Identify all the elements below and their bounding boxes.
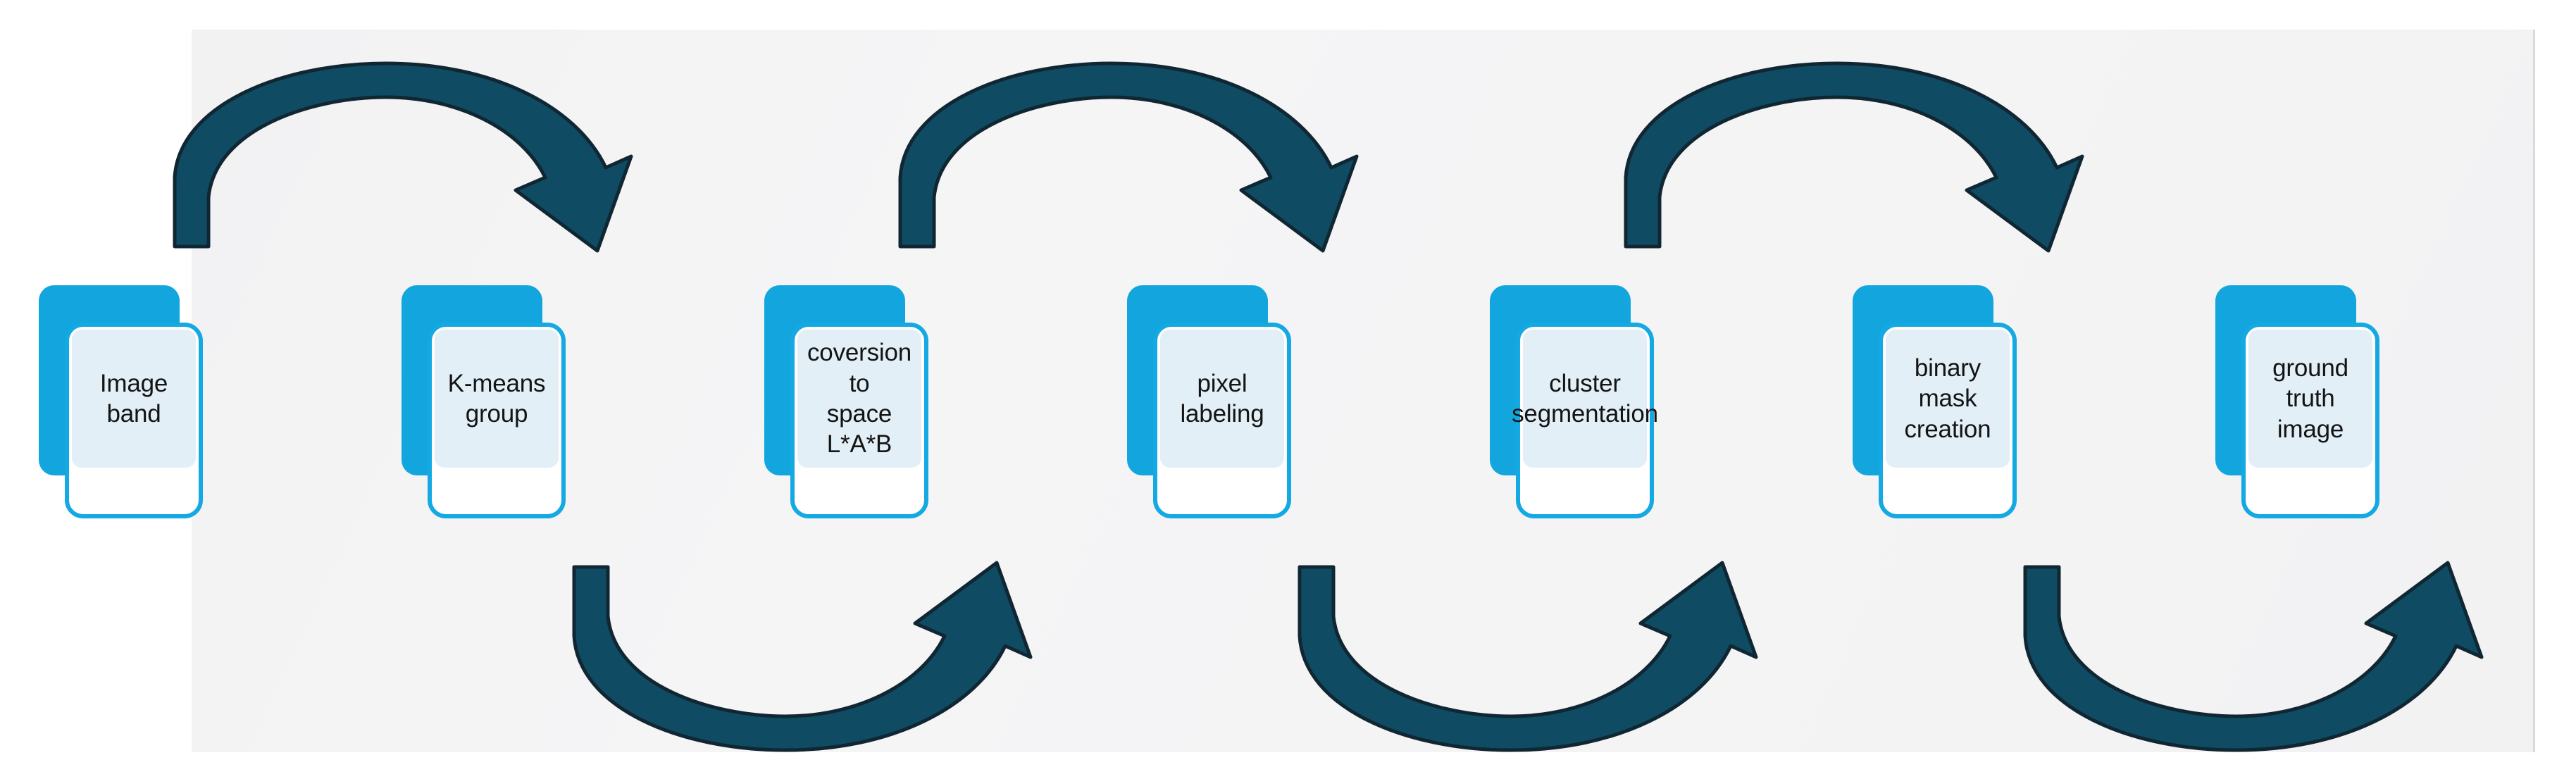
flow-step-card[interactable]: coversion to space L*A*B xyxy=(764,285,931,521)
flow-step-label: Image band xyxy=(99,369,168,428)
flow-step-card[interactable]: binary mask creation xyxy=(1853,285,2020,521)
flow-step-label: pixel labeling xyxy=(1180,369,1264,428)
flow-step-card[interactable]: Image band xyxy=(39,285,206,521)
flow-step-label: K-means group xyxy=(447,369,546,428)
card-inner-panel: pixel labeling xyxy=(1160,330,1284,468)
card-inner-panel: binary mask creation xyxy=(1886,330,2010,468)
flow-step-card[interactable]: ground truth image xyxy=(2215,285,2382,521)
flow-step-label: ground truth image xyxy=(2272,354,2348,443)
flow-step-label: binary mask creation xyxy=(1904,354,1991,443)
flow-step-card[interactable]: cluster segmentation xyxy=(1490,285,1658,521)
card-inner-panel: Image band xyxy=(72,330,196,468)
card-inner-panel: cluster segmentation xyxy=(1512,330,1658,468)
card-inner-panel: coversion to space L*A*B xyxy=(797,330,921,468)
card-inner-panel: K-means group xyxy=(435,330,559,468)
flow-step-label: coversion to space L*A*B xyxy=(807,339,911,459)
card-inner-panel: ground truth image xyxy=(2248,330,2372,468)
flow-step-label: cluster segmentation xyxy=(1512,369,1658,428)
flow-step-card[interactable]: pixel labeling xyxy=(1127,285,1294,521)
slide-panel-right-edge xyxy=(2533,30,2535,752)
flow-step-card[interactable]: K-means group xyxy=(402,285,568,521)
